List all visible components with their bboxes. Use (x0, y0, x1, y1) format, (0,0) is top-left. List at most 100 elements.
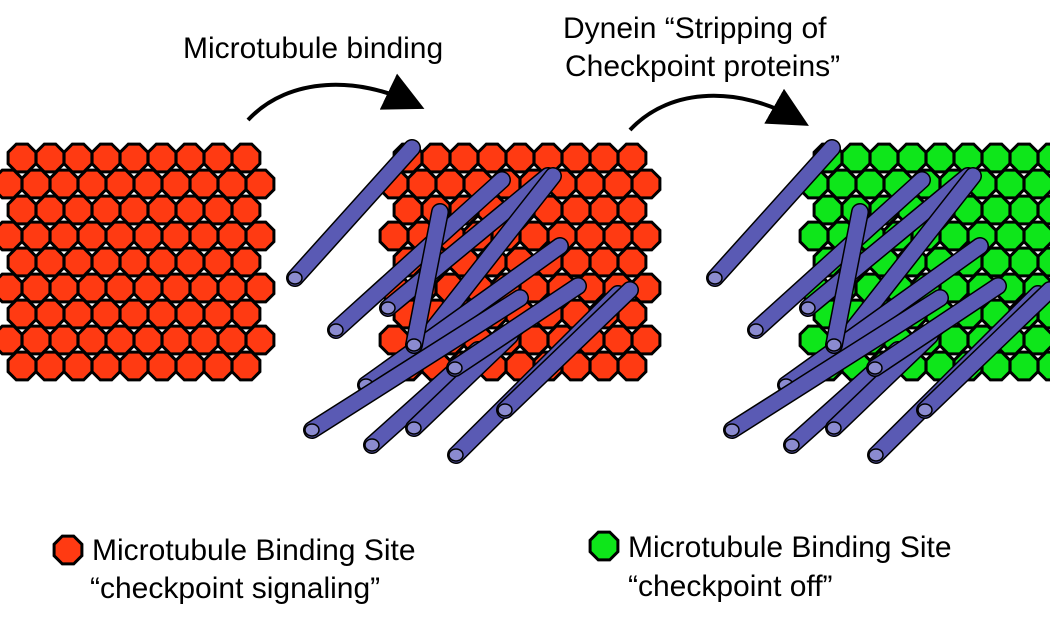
microtubule-binding-label: Microtubule binding (183, 32, 443, 65)
legend-green: Microtubule Binding Site “checkpoint off… (588, 530, 952, 603)
panel-bound-microtubules (286, 139, 639, 464)
binding-site (0, 272, 24, 304)
binding-site (434, 168, 466, 200)
microtubule-end (826, 421, 842, 435)
binding-site (588, 194, 620, 226)
binding-site (602, 324, 634, 356)
microtubule-end (406, 338, 422, 352)
binding-site (104, 324, 136, 356)
binding-site (588, 142, 620, 174)
binding-site (840, 142, 872, 174)
microtubule-binding-arrow (246, 73, 425, 122)
binding-site (1008, 246, 1040, 278)
binding-site (0, 324, 24, 356)
microtubule-end (917, 403, 933, 417)
panel-stripped-microtubules (706, 139, 1050, 464)
binding-site (132, 220, 164, 252)
binding-site (616, 246, 648, 278)
binding-site (1008, 350, 1040, 382)
binding-site (202, 350, 234, 382)
microtubule (287, 140, 420, 286)
legend-red-title: Microtubule Binding Site (92, 534, 416, 567)
binding-site (104, 272, 136, 304)
binding-site (216, 272, 248, 304)
binding-site (76, 324, 108, 356)
binding-site (20, 168, 52, 200)
binding-site (216, 324, 248, 356)
dynein-stripping-label-line2: Checkpoint proteins” (565, 50, 840, 83)
binding-site (616, 194, 648, 226)
binding-site (90, 246, 122, 278)
binding-site (6, 350, 38, 382)
binding-site (202, 298, 234, 330)
microtubule (826, 204, 868, 353)
binding-site (0, 168, 24, 200)
binding-site (132, 168, 164, 200)
binding-site (560, 142, 592, 174)
binding-site (90, 142, 122, 174)
legend-red-subtitle: “checkpoint signaling” (90, 572, 380, 605)
binding-site (118, 350, 150, 382)
binding-site (588, 246, 620, 278)
binding-site (62, 298, 94, 330)
binding-site (34, 350, 66, 382)
binding-site (146, 246, 178, 278)
binding-site (34, 194, 66, 226)
binding-site (132, 272, 164, 304)
microtubule-end (826, 338, 842, 352)
microtubule (410, 168, 561, 356)
binding-site (1022, 220, 1050, 252)
binding-site (118, 142, 150, 174)
binding-site (104, 168, 136, 200)
binding-site (392, 194, 424, 226)
binding-site (48, 272, 80, 304)
binding-site (630, 220, 662, 252)
binding-site (62, 194, 94, 226)
binding-site (1036, 246, 1050, 278)
microtubule (867, 278, 1006, 376)
dynein-stripping-arrow (628, 88, 809, 132)
binding-site (798, 220, 830, 252)
binding-site (1008, 194, 1040, 226)
binding-site (104, 220, 136, 252)
binding-site (20, 324, 52, 356)
panel-unbound-red-sites (0, 142, 276, 382)
binding-site (868, 142, 900, 174)
binding-site (202, 194, 234, 226)
binding-site (160, 324, 192, 356)
microtubule-end (707, 271, 723, 285)
binding-site (90, 194, 122, 226)
microtubule (380, 168, 556, 316)
legend-green-title: Microtubule Binding Site (628, 531, 952, 564)
binding-site (854, 168, 886, 200)
binding-site (406, 168, 438, 200)
binding-site (202, 142, 234, 174)
binding-site (476, 142, 508, 174)
binding-site (6, 194, 38, 226)
legend-red: Microtubule Binding Site “checkpoint sig… (52, 534, 416, 605)
microtubule (748, 172, 930, 338)
binding-site (90, 350, 122, 382)
binding-site (994, 168, 1026, 200)
microtubule (707, 140, 840, 286)
binding-site (230, 142, 262, 174)
microtubule-end (748, 323, 764, 337)
microtubule-end (784, 438, 800, 452)
binding-site (118, 246, 150, 278)
binding-site (1036, 194, 1050, 226)
binding-site (630, 168, 662, 200)
binding-site (118, 194, 150, 226)
binding-site (160, 220, 192, 252)
binding-site (174, 298, 206, 330)
microtubule (778, 238, 988, 393)
binding-site (174, 142, 206, 174)
binding-site (146, 350, 178, 382)
binding-site (202, 246, 234, 278)
microtubule-end (447, 361, 463, 375)
binding-site (76, 220, 108, 252)
binding-site (574, 220, 606, 252)
binding-site (602, 168, 634, 200)
binding-site (160, 272, 192, 304)
binding-site (378, 220, 410, 252)
binding-site (896, 142, 928, 174)
